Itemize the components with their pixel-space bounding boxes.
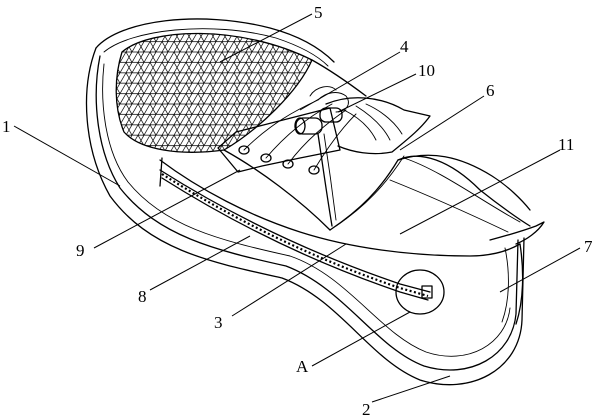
callout-5: 5	[314, 3, 323, 22]
side-zipper	[159, 157, 431, 301]
callout-11: 11	[558, 135, 574, 154]
callout-2: 2	[362, 400, 371, 419]
outer-sole	[85, 18, 525, 386]
callout-labels: 1 2 3 4 5 6 7 8 9 10 11 A	[2, 3, 593, 419]
leader-lines	[13, 13, 581, 403]
callout-7: 7	[584, 237, 593, 256]
shoe-upper	[159, 59, 545, 325]
mesh-toe-panel	[115, 32, 313, 153]
callout-10: 10	[418, 61, 435, 80]
callout-4: 4	[400, 37, 409, 56]
callout-1: 1	[2, 117, 11, 136]
callout-9: 9	[76, 241, 85, 260]
inner-lining	[389, 157, 521, 233]
eyelet-panel	[217, 107, 341, 173]
callout-A: A	[296, 357, 309, 376]
callout-3: 3	[214, 313, 223, 332]
callout-8: 8	[138, 287, 147, 306]
detail-circle-a	[395, 269, 445, 315]
callout-6: 6	[486, 81, 495, 100]
tongue	[325, 97, 431, 155]
